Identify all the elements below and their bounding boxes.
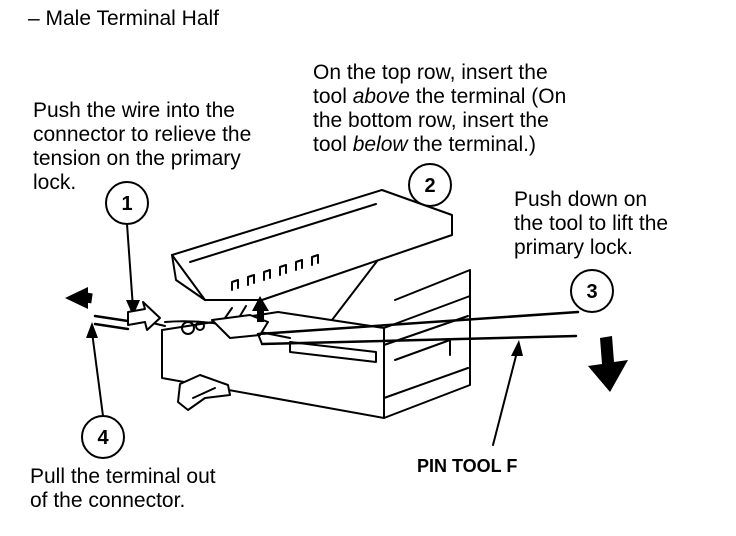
step2-line: tool below the terminal.) bbox=[313, 134, 536, 156]
step2-line: the bottom row, insert the bbox=[313, 109, 549, 132]
leader-line-1 bbox=[126, 223, 134, 309]
step2-emphasis-above: above bbox=[352, 85, 410, 108]
leader-arrowhead-1 bbox=[126, 300, 140, 316]
callout-2: 2 bbox=[408, 163, 452, 207]
step3-line: the tool to lift the bbox=[514, 212, 669, 235]
wire-and-terminal bbox=[93, 305, 291, 339]
leader-line-4 bbox=[91, 331, 104, 417]
step1-line: lock. bbox=[33, 171, 77, 194]
step2-emphasis-below: below bbox=[352, 133, 408, 156]
step4-line: of the connector. bbox=[30, 489, 186, 512]
connector-housing bbox=[161, 189, 471, 419]
leader-arrowhead-4 bbox=[86, 322, 98, 338]
step1-line: connector to relieve the bbox=[33, 123, 252, 146]
callout-3-number: 3 bbox=[586, 281, 597, 303]
callout-1: 1 bbox=[105, 181, 149, 225]
step2-text-post: the terminal.) bbox=[407, 133, 536, 156]
leader-line-tool bbox=[492, 351, 518, 446]
heading: – Male Terminal Half bbox=[28, 7, 220, 30]
step2-text-post: the terminal (On bbox=[409, 85, 567, 108]
push-down-arrow bbox=[588, 336, 628, 392]
step2-text-pre: tool bbox=[313, 133, 353, 156]
push-arrow bbox=[127, 301, 161, 331]
callout-4: 4 bbox=[81, 415, 125, 459]
step3-line: primary lock. bbox=[514, 236, 634, 259]
leader-arrowhead-tool bbox=[511, 340, 523, 356]
step3-line: Push down on bbox=[514, 188, 648, 211]
step4-line: Pull the terminal out bbox=[30, 465, 216, 488]
step2-text-pre: tool bbox=[313, 85, 353, 108]
pin-tool-label: PIN TOOL F bbox=[417, 456, 518, 476]
step1-line: Push the wire into the bbox=[33, 99, 235, 122]
callout-4-number: 4 bbox=[97, 427, 109, 449]
step2-line: tool above the terminal (On bbox=[313, 86, 566, 108]
callout-1-number: 1 bbox=[121, 193, 132, 215]
step2-line: On the top row, insert the bbox=[313, 61, 548, 84]
pin-tool bbox=[256, 310, 580, 346]
callout-3: 3 bbox=[570, 269, 614, 313]
step1-line: tension on the primary bbox=[33, 147, 241, 170]
pull-arrow bbox=[65, 287, 93, 309]
lift-arrow bbox=[252, 296, 269, 322]
callout-2-number: 2 bbox=[424, 175, 435, 197]
